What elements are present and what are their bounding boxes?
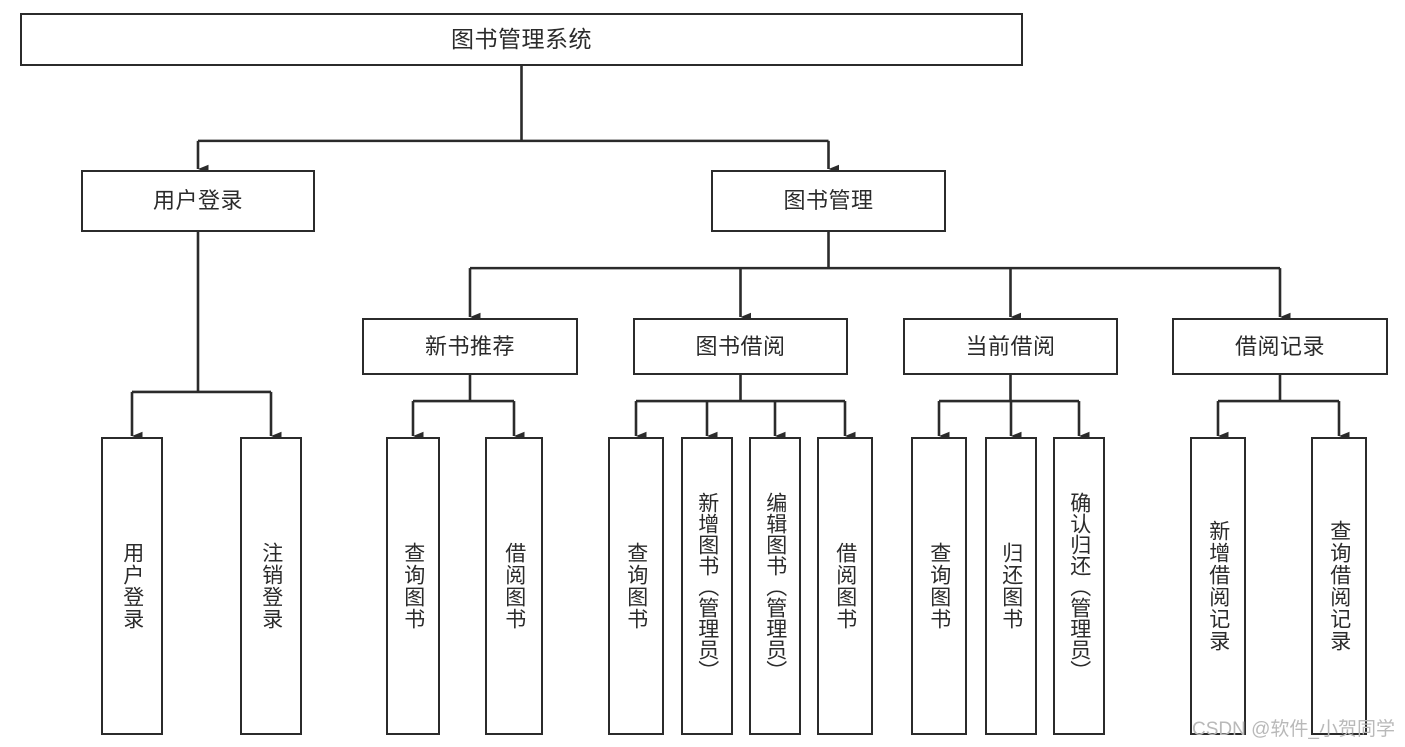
node-leaf-cur-return[interactable]: 归还图书 (985, 437, 1037, 735)
node-l2-current[interactable]: 当前借阅 (903, 318, 1118, 375)
node-label: 借阅记录 (1234, 333, 1325, 359)
node-leaf-cur-query[interactable]: 查询图书 (911, 437, 967, 735)
node-label: 查询图书 (624, 542, 648, 630)
node-label: 新增图书（管理员） (695, 491, 719, 681)
node-leaf-bw-borrow[interactable]: 借阅图书 (817, 437, 873, 735)
node-leaf-new-borrow[interactable]: 借阅图书 (485, 437, 543, 735)
node-label: 查询图书 (927, 542, 951, 630)
node-label: 查询借阅记录 (1327, 520, 1351, 652)
node-label: 借阅图书 (502, 542, 526, 630)
node-l1-bookmgmt[interactable]: 图书管理 (711, 170, 946, 232)
node-l1-login[interactable]: 用户登录 (81, 170, 315, 232)
node-label: 图书借阅 (695, 333, 786, 359)
node-leaf-bw-add[interactable]: 新增图书（管理员） (681, 437, 733, 735)
node-label: 图书管理 (783, 188, 874, 214)
node-leaf-rec-query[interactable]: 查询借阅记录 (1311, 437, 1367, 735)
node-l2-newbook[interactable]: 新书推荐 (362, 318, 578, 375)
node-leaf-bw-edit[interactable]: 编辑图书（管理员） (749, 437, 801, 735)
node-leaf-cur-confirm[interactable]: 确认归还（管理员） (1053, 437, 1105, 735)
node-label: 编辑图书（管理员） (763, 491, 787, 681)
node-label: 确认归还（管理员） (1067, 491, 1091, 681)
node-label: 归还图书 (999, 542, 1023, 630)
node-leaf-user-login[interactable]: 用户登录 (101, 437, 163, 735)
watermark-text: CSDN @软件_小贺同学 (1192, 719, 1395, 740)
node-label: 注销登录 (259, 542, 283, 630)
node-label: 当前借阅 (965, 333, 1056, 359)
node-label: 新增借阅记录 (1206, 520, 1230, 652)
node-label: 用户登录 (152, 188, 243, 214)
node-label: 新书推荐 (424, 333, 515, 359)
node-label: 用户登录 (120, 542, 144, 630)
node-label: 借阅图书 (833, 542, 857, 630)
node-root[interactable]: 图书管理系统 (20, 13, 1023, 66)
node-leaf-bw-query[interactable]: 查询图书 (608, 437, 664, 735)
node-leaf-rec-add[interactable]: 新增借阅记录 (1190, 437, 1246, 735)
node-l2-borrow[interactable]: 图书借阅 (633, 318, 848, 375)
node-label: 图书管理系统 (451, 26, 592, 53)
node-l2-records[interactable]: 借阅记录 (1172, 318, 1388, 375)
node-label: 查询图书 (401, 542, 425, 630)
node-leaf-user-logout[interactable]: 注销登录 (240, 437, 302, 735)
node-leaf-new-query[interactable]: 查询图书 (386, 437, 440, 735)
